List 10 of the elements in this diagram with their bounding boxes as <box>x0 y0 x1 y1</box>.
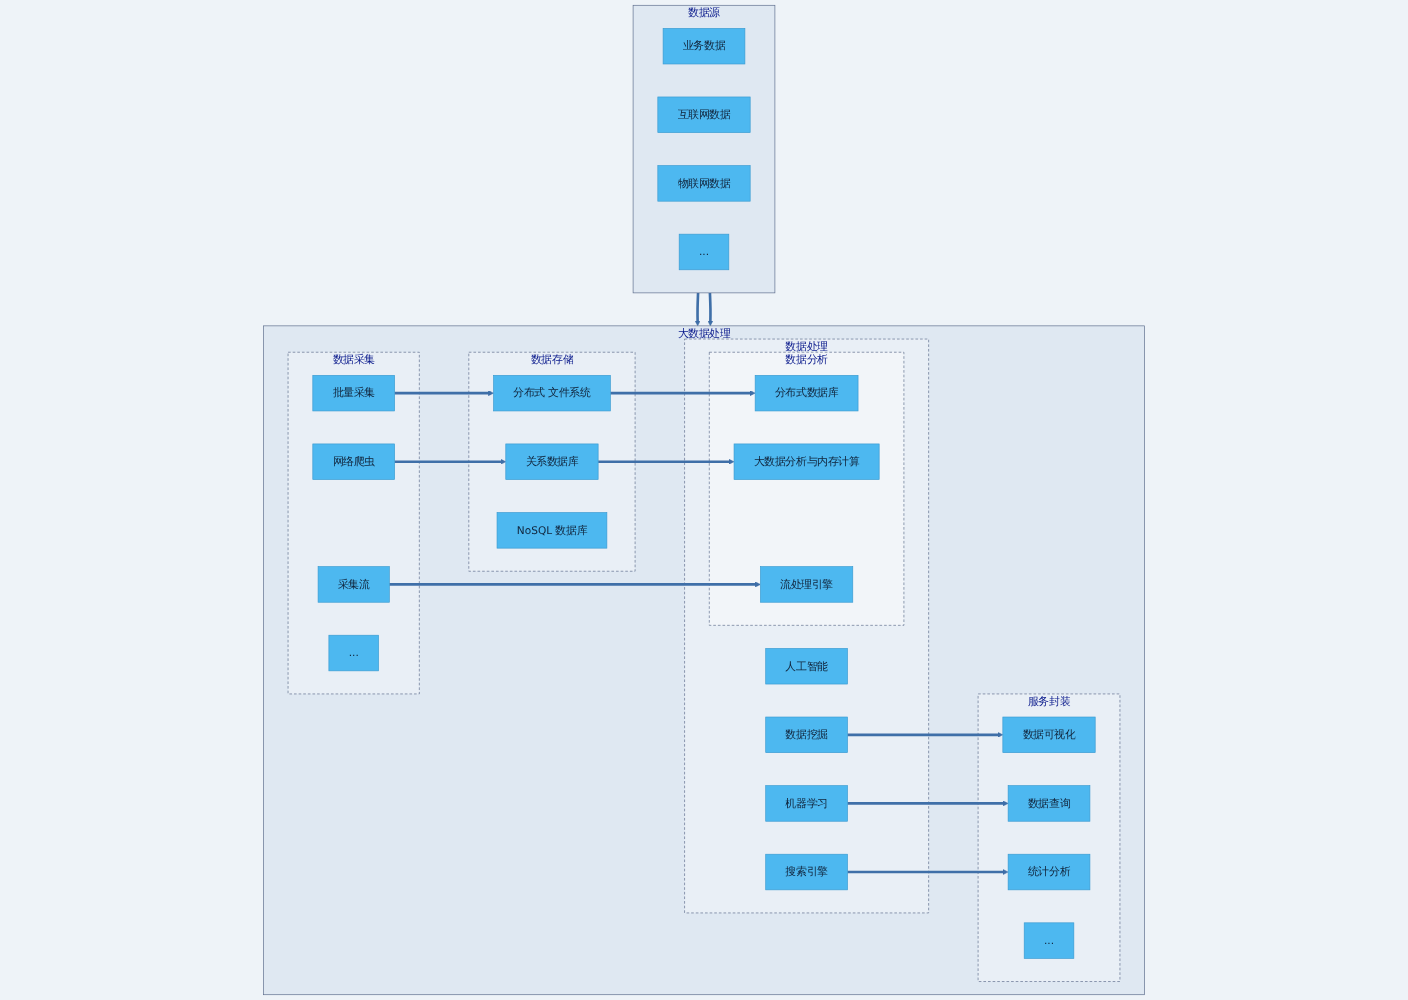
arrow <box>847 869 1009 875</box>
arrow <box>847 731 1004 738</box>
arrow <box>598 458 735 465</box>
arrow <box>394 390 494 397</box>
arrow <box>389 581 761 588</box>
arrow <box>694 292 701 327</box>
arrow <box>707 292 714 327</box>
arrow <box>394 458 507 465</box>
arrow <box>610 390 756 397</box>
arrow <box>847 800 1009 807</box>
